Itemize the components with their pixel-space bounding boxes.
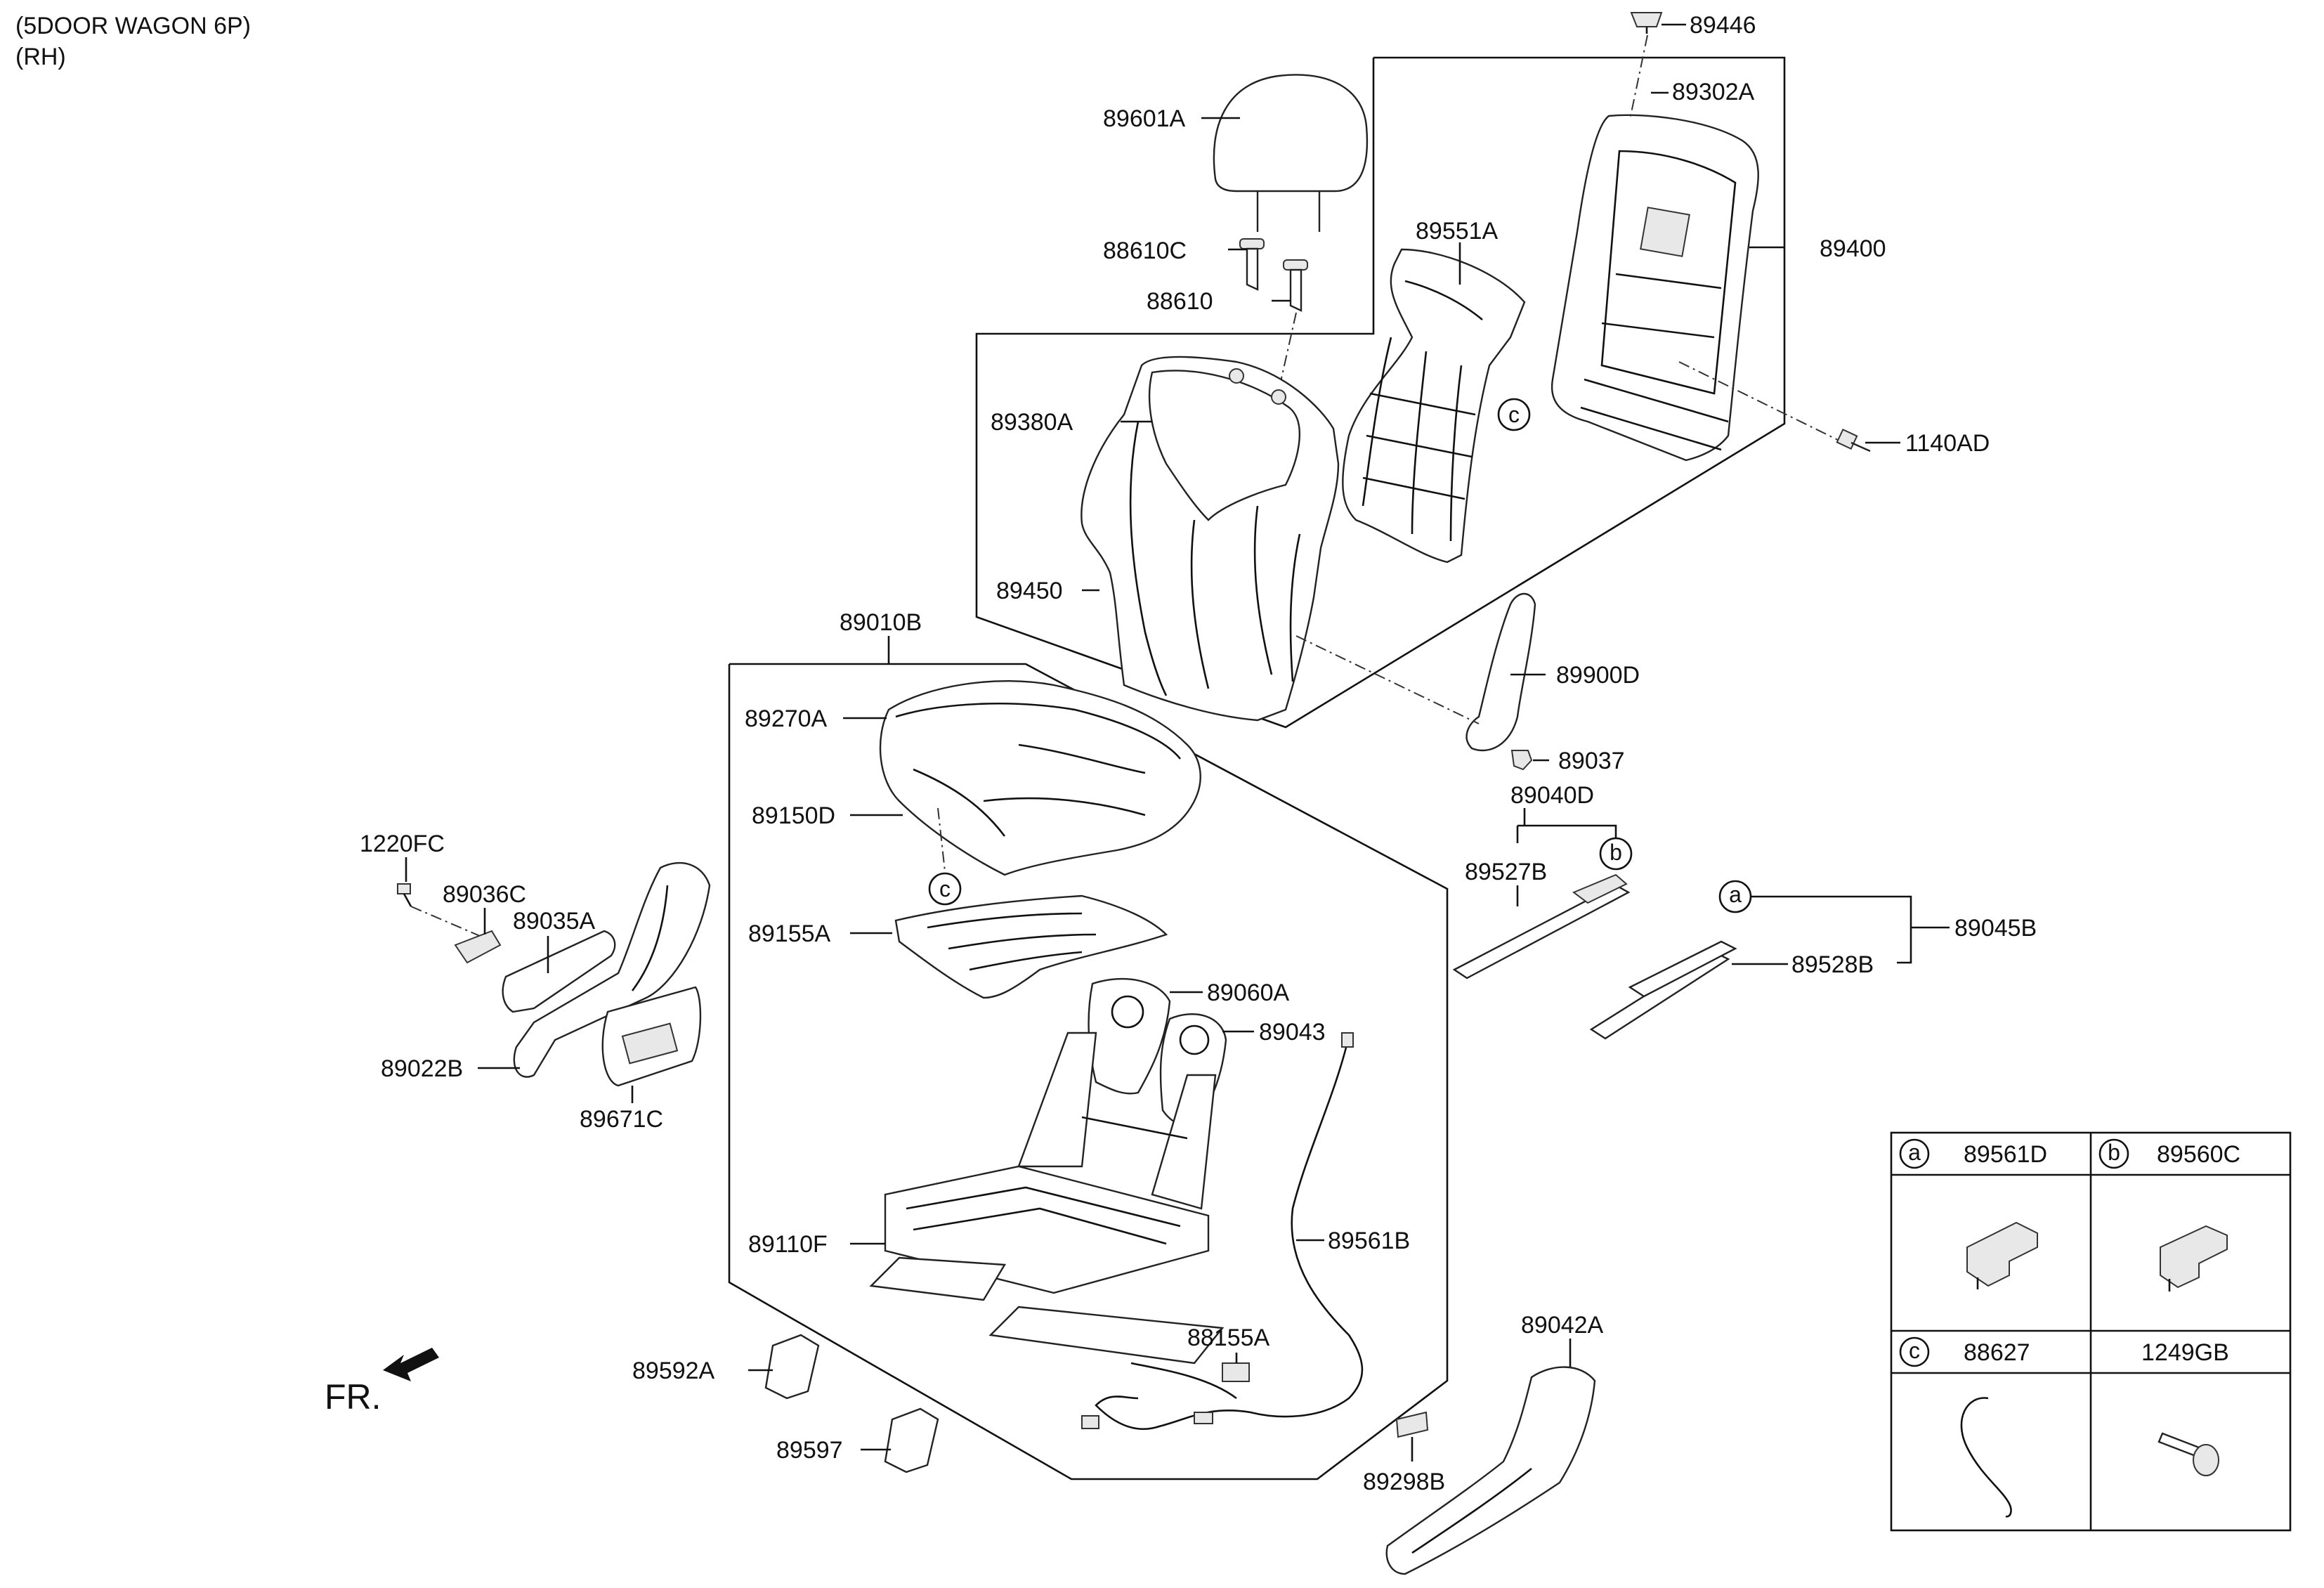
bolt-1140ad-part <box>1836 428 1871 453</box>
label-89036c: 89036C <box>443 881 526 908</box>
label-89043: 89043 <box>1259 1019 1326 1046</box>
label-89150d: 89150D <box>752 802 835 829</box>
label-89446: 89446 <box>1690 12 1756 39</box>
screw-icon <box>2157 1432 2219 1476</box>
label-1140ad: 1140AD <box>1905 430 1990 457</box>
leader-lines <box>405 23 1950 1462</box>
label-89270a: 89270A <box>745 705 828 732</box>
headrest-guide-88610c <box>1239 238 1265 291</box>
front-direction-arrow: FR. <box>325 1348 439 1417</box>
label-88155a: 88155A <box>1187 1325 1270 1351</box>
svg-text:c: c <box>1508 402 1520 427</box>
part-labels: 89446 89302A 89400 89601A 88610C 88610 8… <box>360 12 2037 1495</box>
connector-b-icon <box>2160 1225 2228 1291</box>
legend-cell-b-header: b 89560C <box>2098 1138 2240 1169</box>
legend-cell-c-header: c 88627 <box>1899 1336 2030 1367</box>
svg-text:c: c <box>939 876 951 902</box>
connector-88155a-part <box>1222 1362 1250 1382</box>
label-1220fc: 1220FC <box>360 831 445 857</box>
seat-cushion-part <box>879 680 1201 876</box>
label-89155a: 89155A <box>748 920 831 947</box>
rail-89528b-part <box>1589 940 1737 1040</box>
legend-cell-d-header: 1249GB <box>2141 1339 2229 1366</box>
wire-hook-icon <box>1960 1397 2012 1518</box>
legend-part-89561d: 89561D <box>1964 1141 2047 1168</box>
label-89528b: 89528B <box>1791 951 1874 978</box>
label-89450: 89450 <box>996 578 1063 604</box>
legend-cell-a-header: a 89561D <box>1899 1138 2047 1169</box>
wire-harness-part <box>1081 1032 1364 1431</box>
legend-table: a 89561D b 89560C c 88627 1249GB <box>1890 1131 2292 1532</box>
side-trim-89900d-part <box>1465 592 1536 752</box>
backrest-cover-part <box>1081 356 1340 722</box>
recliner-plate-89060a-part <box>1088 977 1171 1095</box>
label-89022b: 89022B <box>381 1055 463 1082</box>
model-header-line2: (RH) <box>15 44 66 70</box>
label-89527b: 89527B <box>1465 859 1547 885</box>
label-89035a: 89035A <box>513 908 596 935</box>
knob-89037-part <box>1510 750 1533 771</box>
label-89045b: 89045B <box>1954 915 2037 942</box>
callout-c-backrest: c <box>1497 398 1531 431</box>
callout-a: a <box>1718 880 1752 913</box>
label-89298b: 89298B <box>1363 1469 1445 1495</box>
backrest-pad-part <box>1342 248 1526 564</box>
label-89037: 89037 <box>1558 748 1625 774</box>
label-89592a: 89592A <box>632 1358 715 1384</box>
label-89601a: 89601A <box>1103 105 1186 132</box>
svg-text:c: c <box>1909 1338 1920 1363</box>
label-88610c: 88610C <box>1103 237 1187 264</box>
side-shield-89022b-part <box>513 861 711 1078</box>
label-89040d: 89040D <box>1510 782 1594 809</box>
bracket-89298b-part <box>1395 1411 1429 1438</box>
bracket-89592a-part <box>764 1334 820 1400</box>
svg-text:a: a <box>1729 882 1742 907</box>
label-89060a: 89060A <box>1207 980 1290 1006</box>
callout-c-cushion: c <box>928 872 962 906</box>
bracket-89597-part <box>884 1407 939 1473</box>
switch-panel-89035a-part <box>502 930 616 1013</box>
label-89900d: 89900D <box>1556 662 1640 689</box>
legend-part-89560c: 89560C <box>2157 1141 2240 1168</box>
label-89302a: 89302A <box>1672 79 1755 105</box>
callout-b: b <box>1599 837 1633 871</box>
rail-89527b-part <box>1452 873 1631 980</box>
label-89010b: 89010B <box>840 609 922 636</box>
seat-heater-part <box>894 894 1168 999</box>
label-89380a: 89380A <box>991 409 1073 436</box>
screw-1220fc-part <box>397 883 412 907</box>
knob-89036c-part <box>454 930 502 964</box>
connector-a-icon <box>1966 1221 2038 1289</box>
side-cover-89042a-part <box>1385 1366 1596 1575</box>
svg-text:b: b <box>2108 1140 2120 1165</box>
legend-part-1249gb: 1249GB <box>2141 1339 2229 1366</box>
switch-cover-89671c-part <box>601 986 702 1087</box>
label-89671c: 89671C <box>580 1106 663 1133</box>
legend-part-88627: 88627 <box>1964 1339 2030 1366</box>
label-89110f: 89110F <box>748 1231 828 1258</box>
headrest-guide-88610 <box>1283 259 1308 312</box>
front-direction-label: FR. <box>325 1377 381 1417</box>
svg-text:b: b <box>1610 840 1622 865</box>
label-89561b: 89561B <box>1328 1228 1410 1254</box>
backrest-frame-part <box>1551 114 1759 462</box>
seat-frame-part <box>869 1031 1225 1365</box>
label-89042a: 89042A <box>1521 1312 1604 1339</box>
label-89551a: 89551A <box>1416 218 1499 245</box>
clip-89446-part <box>1630 12 1663 34</box>
label-89400: 89400 <box>1820 235 1886 262</box>
label-88610: 88610 <box>1147 288 1213 315</box>
label-89597: 89597 <box>776 1437 843 1464</box>
headrest-part <box>1213 74 1369 232</box>
model-header-line1: (5DOOR WAGON 6P) <box>15 13 251 39</box>
svg-text:a: a <box>1908 1140 1921 1165</box>
